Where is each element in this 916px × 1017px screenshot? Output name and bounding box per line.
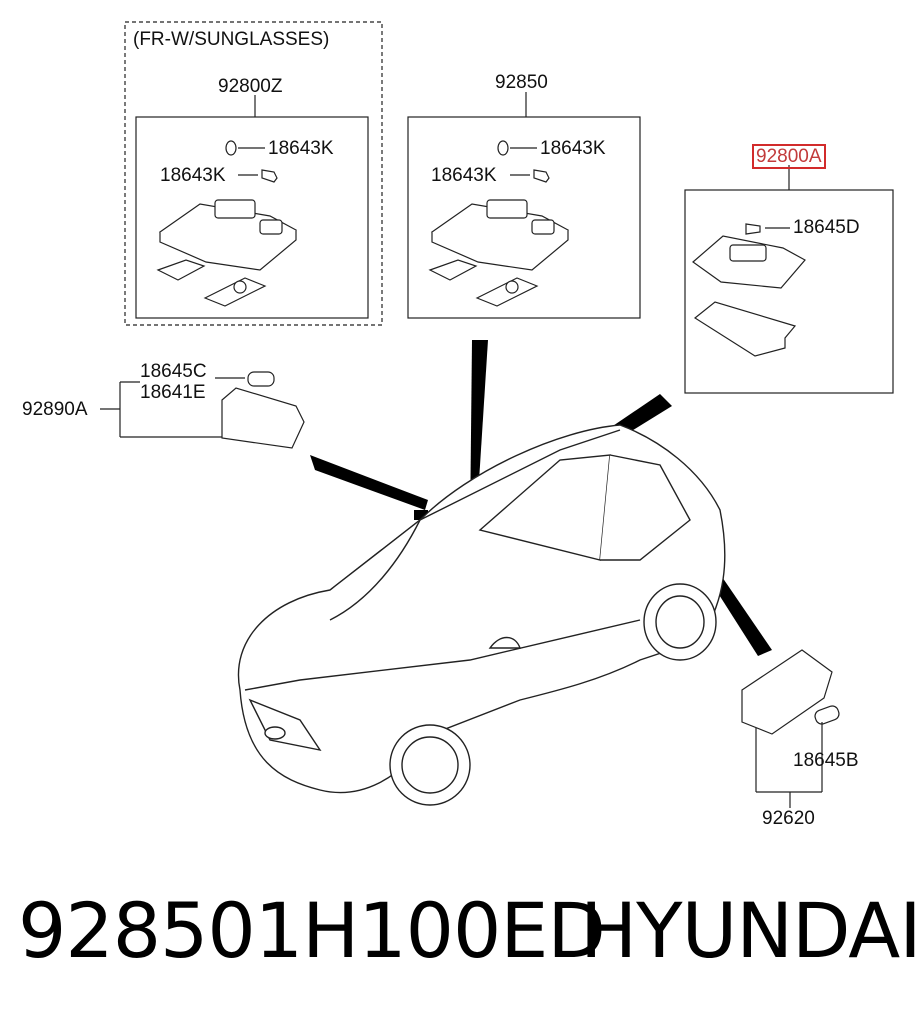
bulb-icon: [533, 169, 550, 183]
part-label-18643k: 18643K: [160, 165, 226, 186]
bulb-icon: [814, 705, 840, 725]
bulb-icon: [261, 169, 278, 183]
part-label-18641e: 18641E: [140, 382, 206, 403]
part-label-18643k: 18643K: [431, 165, 497, 186]
part-label-92850: 92850: [495, 72, 548, 93]
part-label-18645d: 18645D: [793, 217, 860, 238]
parts-diagram: (FR-W/SUNGLASSES) 92800Z 92850 92800A 18…: [22, 21, 894, 829]
part-label-92890a: 92890A: [22, 399, 88, 420]
bulb-icon: [247, 371, 275, 387]
car-drawing: [237, 424, 726, 806]
box-92800a: [684, 189, 894, 394]
group-label: (FR-W/SUNGLASSES): [133, 29, 330, 50]
part-label-18643k: 18643K: [540, 138, 606, 159]
bulb-icon: [497, 140, 509, 156]
diagram-drawing: [100, 21, 894, 808]
bulb-icon: [745, 223, 761, 235]
part-label-92800a-highlighted: 92800A: [752, 144, 826, 169]
part-label-18645b: 18645B: [793, 750, 859, 771]
box-92800z: [135, 116, 369, 319]
footer: [0, 850, 916, 1017]
group-dashed-box: [124, 21, 383, 326]
part-number: 928501H100ED: [18, 886, 606, 975]
brand-name: HYUNDAI: [580, 886, 916, 975]
part-label-18645c: 18645C: [140, 361, 207, 382]
console-lamp-drawing: [156, 199, 833, 735]
part-label-18643k: 18643K: [268, 138, 334, 159]
part-label-92800z: 92800Z: [218, 76, 283, 97]
part-label-92620: 92620: [762, 808, 815, 829]
bulb-icon: [225, 140, 237, 156]
box-92850: [407, 116, 641, 319]
